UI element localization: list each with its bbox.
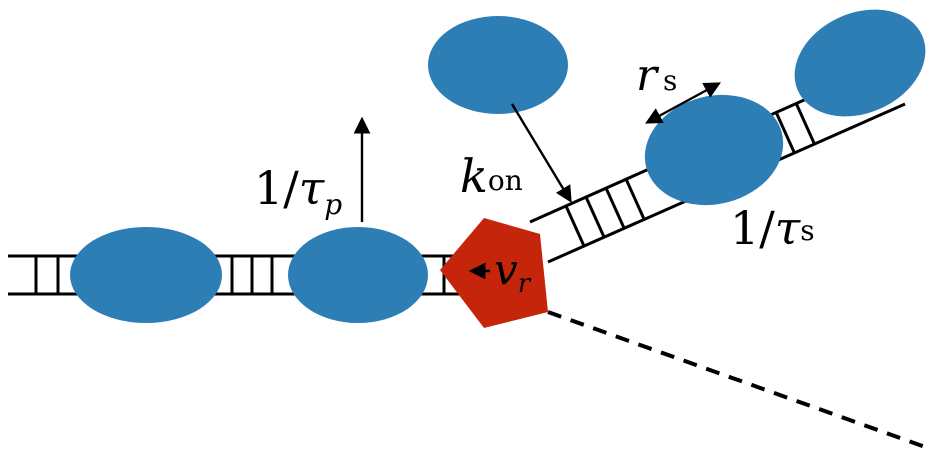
label-tau-p: 1/τp — [254, 161, 342, 221]
label-k-on: kon — [460, 149, 523, 203]
replisome-pentagon — [440, 218, 548, 328]
label-tau-s: 1/τs — [730, 201, 815, 255]
bound-protein-left — [70, 227, 222, 323]
bound-protein-far-right — [794, 9, 926, 117]
label-v-r: vr — [494, 245, 532, 299]
diffusion-double-arrow — [645, 82, 721, 124]
duplex-rungs — [34, 256, 446, 294]
bound-protein-middle — [288, 227, 428, 323]
single-strand-dashed — [547, 310, 928, 450]
binding-rate-arrow — [510, 103, 572, 203]
daughter-rungs — [564, 102, 816, 247]
sliding-protein — [644, 94, 784, 206]
free-protein — [428, 16, 568, 114]
